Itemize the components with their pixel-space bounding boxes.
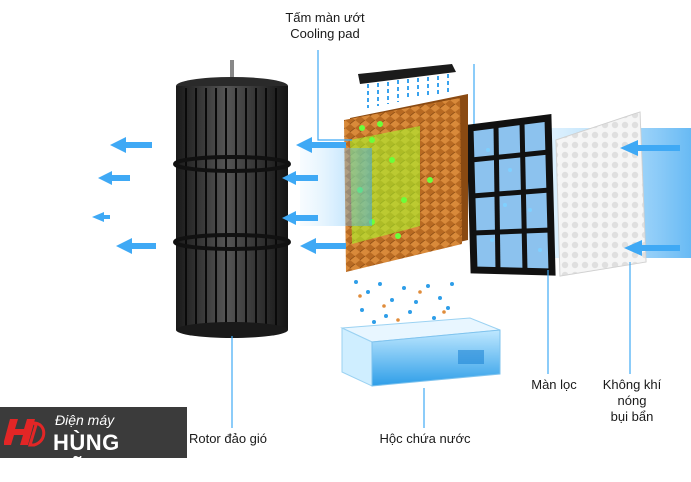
cooled-air-flow [300,148,372,226]
rotor-fan [173,60,291,338]
water-tank [340,317,501,387]
water-distributor [358,64,456,108]
filter-frame [466,114,556,276]
hot-air-label-line1: Không khí [602,377,662,392]
cooling-pad-label-line2: Cooling pad [290,26,360,41]
hd-logo-icon [4,419,46,447]
dust-mesh-panel [555,111,647,277]
water-drips [354,280,454,324]
cooling-pad [344,94,468,272]
airflow-arrows [92,137,680,256]
logo-tagline: Điện máy [55,412,115,428]
hot-air-label-line3: bụi bẩn [610,409,654,424]
logo-brand: HÙNG DŨNG [53,430,120,481]
water-tank-label: Hộc chứa nước [379,431,471,446]
cooling-pad-label-line1: Tấm màn ướt [285,10,365,25]
brand-logo: Điện máy HÙNG DŨNG [0,407,187,481]
diagram-svg [92,50,691,428]
filter-label: Màn lọc [531,377,577,392]
rotor-label: Rotor đảo gió [188,431,268,446]
cooling-pad-label: Tấm màn ướt Cooling pad [250,10,400,42]
leader-lines [231,50,631,428]
hot-air-label: Không khí nóng bụi bẩn [592,377,672,425]
hot-air-label-line2: nóng [617,393,647,408]
cooling-diagram: Tấm màn ướt Cooling pad Rotor đảo gió Hộ… [0,10,691,481]
